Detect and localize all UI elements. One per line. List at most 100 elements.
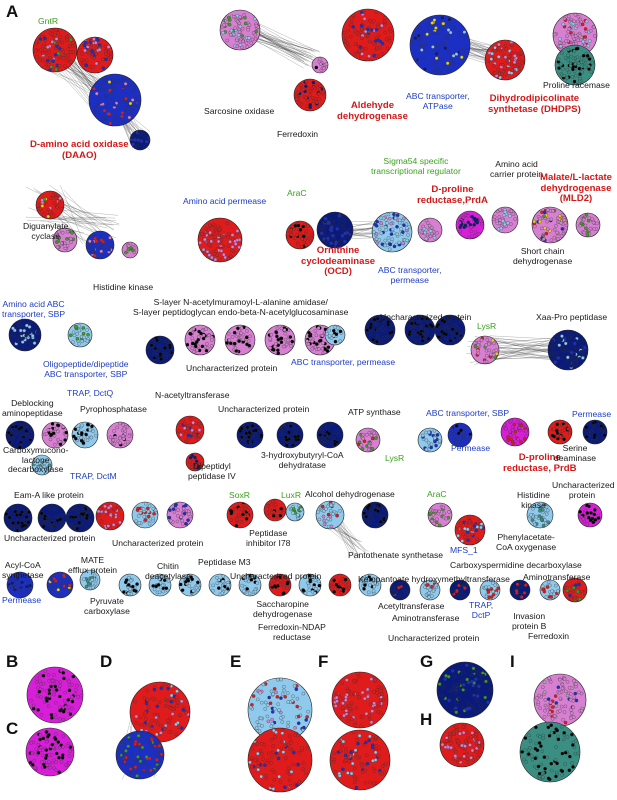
cluster-prda: [455, 210, 485, 240]
cluster-proline-a: [552, 12, 598, 58]
panel-label-c: C: [6, 719, 19, 738]
label-uncharacterized-a7: Uncharacterized protein: [230, 571, 322, 581]
cluster-carboxymuconolactone: [31, 454, 53, 476]
label-slayer: S-layer N-acetylmuramoyl-L-alanine amida…: [133, 297, 349, 317]
label-uncharacterized-a4: Uncharacterized protein: [552, 480, 615, 500]
cluster-prdb: [500, 417, 530, 447]
cluster-row6c-0: [389, 579, 411, 601]
cluster-mate: [46, 571, 74, 599]
label-mfs1: MFS_1: [450, 545, 478, 555]
cluster-uncharacterized-r5c: [166, 501, 194, 529]
label-ketopantoate: Ketopantoate hydroxymethyltransferase: [358, 574, 510, 584]
panel-label-d: D: [100, 652, 113, 671]
cluster-mld2-b: [575, 212, 601, 238]
cluster-diguanylate-d: [121, 241, 139, 259]
cluster-atp-synthase: [355, 427, 381, 453]
cluster-uncharacterized-row3-1: [224, 324, 256, 356]
cluster-row6b-1: [268, 573, 292, 597]
cluster-dhdps: [484, 39, 526, 81]
label-phenylacetate: Phenylacetate-CoA oxygenase: [496, 532, 557, 552]
label-acetyltransferase: Acetyltransferase: [378, 601, 445, 611]
cluster-dipeptidyl: [185, 452, 205, 472]
cluster-row6-0: [118, 573, 142, 597]
cluster-sarcosine: [219, 9, 261, 51]
panel-label-f: F: [318, 652, 329, 671]
cluster-diguanylate-b: [52, 227, 78, 253]
label-trap-dctm: TRAP, DctM: [70, 471, 117, 481]
label-uncharacterized-a1: Uncharacterized protein: [380, 312, 472, 322]
cluster-daao-b: [88, 73, 142, 127]
label-carboxyspermidine: Carboxyspermidine decarboxylase: [450, 560, 582, 570]
cluster-ferredoxin: [293, 78, 327, 112]
cluster-aa-carrier: [491, 206, 519, 234]
cluster-alcohol-b: [361, 501, 389, 529]
cluster-panel-f-a: [331, 671, 389, 729]
cluster-row6c-2: [449, 579, 471, 601]
cluster-slayer: [145, 335, 175, 365]
cluster-panel-g: [436, 661, 494, 719]
label-pantothenate: Pantothenate synthetase: [348, 550, 444, 560]
cluster-panel-e-b: [247, 727, 313, 793]
cluster-permease-a: [447, 422, 473, 448]
network-clusters: [3, 8, 608, 793]
label-atp-synthase: ATP synthase: [348, 407, 401, 417]
cluster-panel-d-a: [129, 681, 191, 743]
cluster-uncharacterized-row3-0: [184, 324, 216, 356]
cluster-diguanylate-a: [35, 190, 65, 220]
cluster-nacetyl: [175, 415, 205, 445]
cluster-abc-permease-1: [371, 211, 413, 253]
cluster-row6b-2: [298, 573, 322, 597]
label-lysr-1: LysR: [477, 321, 497, 331]
cluster-aa-permease: [197, 217, 243, 263]
cluster-gntr: [32, 27, 78, 73]
cluster-panel-c: [25, 727, 75, 777]
label-permease-2: Permease: [451, 443, 491, 453]
cluster-panel-d-b: [115, 730, 165, 780]
cluster-lysr-1: [470, 335, 500, 365]
cluster-aa-abc-sbp: [8, 318, 42, 352]
label-peptidase-m3: Peptidase M3: [198, 557, 251, 567]
label-trap-dctp: TRAP,DctP: [469, 600, 494, 620]
cluster-ocd: [316, 211, 354, 249]
cluster-eama-0: [3, 503, 33, 533]
cluster-eama-1: [37, 503, 67, 533]
cluster-abc-permease-2: [324, 324, 346, 346]
cluster-acyl-coa: [6, 571, 34, 599]
label-arac-1: AraC: [287, 188, 307, 198]
label-uncharacterized-a5: Uncharacterized protein: [4, 533, 96, 543]
label-luxr: LuxR: [281, 490, 302, 500]
cluster-abc-sbp: [417, 427, 443, 453]
label-permease-3: Permease: [2, 595, 42, 605]
cluster-permease-b: [582, 419, 608, 445]
label-trap-dctq: TRAP, DctQ: [67, 388, 114, 398]
cluster-panel-i-b: [519, 721, 581, 783]
cluster-row6-1: [148, 573, 172, 597]
cluster-uncharacterized-r5a: [95, 501, 125, 531]
label-abc-sbp: ABC transporter, SBP: [426, 408, 510, 418]
cluster-row6b-3: [328, 573, 352, 597]
cluster-eama-2: [65, 503, 95, 533]
label-proline-racemase: Proline racemase: [543, 80, 610, 90]
label-sarcosine-oxidase: Sarcosine oxidase: [204, 106, 275, 116]
label-abc-atpase: ABC transporter,ATPase: [406, 91, 470, 111]
cluster-uncharacterized-r5b: [131, 501, 159, 529]
label-permease-1: Permease: [572, 409, 612, 419]
cluster-ferredoxin-b: [311, 56, 329, 74]
cluster-mfs: [454, 514, 486, 546]
cluster-mld2: [531, 206, 569, 244]
cluster-pyruvate: [79, 569, 101, 591]
label-uncharacterized-a6: Uncharacterized protein: [112, 538, 204, 548]
label-gntr: GntR: [38, 16, 59, 26]
cluster-uncharacterized-row3-2: [264, 324, 296, 356]
